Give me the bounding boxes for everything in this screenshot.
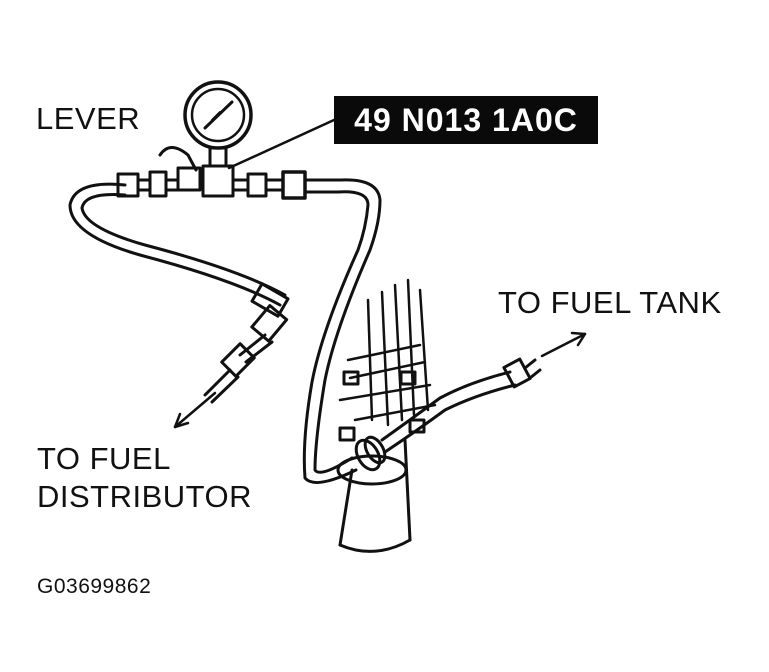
arrow-to-fuel-distributor — [173, 391, 217, 429]
to-fuel-tank-label: TO FUEL TANK — [498, 285, 722, 320]
lever-label: LEVER — [36, 101, 141, 136]
to-fuel-distributor-line1: TO FUEL — [37, 441, 171, 476]
part-number-label: 49 N013 1A0C — [334, 96, 598, 144]
pressure-gauge-assembly — [116, 80, 336, 200]
to-fuel-distributor-line2: DISTRIBUTOR — [37, 479, 253, 514]
fuel-distributor-assembly — [336, 278, 437, 553]
arrow-to-fuel-tank — [540, 331, 587, 358]
hose-to-fuel-distributor — [68, 182, 290, 404]
hose-to-fuel-tank — [380, 357, 542, 454]
hose-loop — [302, 178, 387, 484]
figure-code: G03699862 — [37, 575, 152, 598]
to-fuel-distributor-label: TO FUEL DISTRIBUTOR — [37, 440, 252, 516]
